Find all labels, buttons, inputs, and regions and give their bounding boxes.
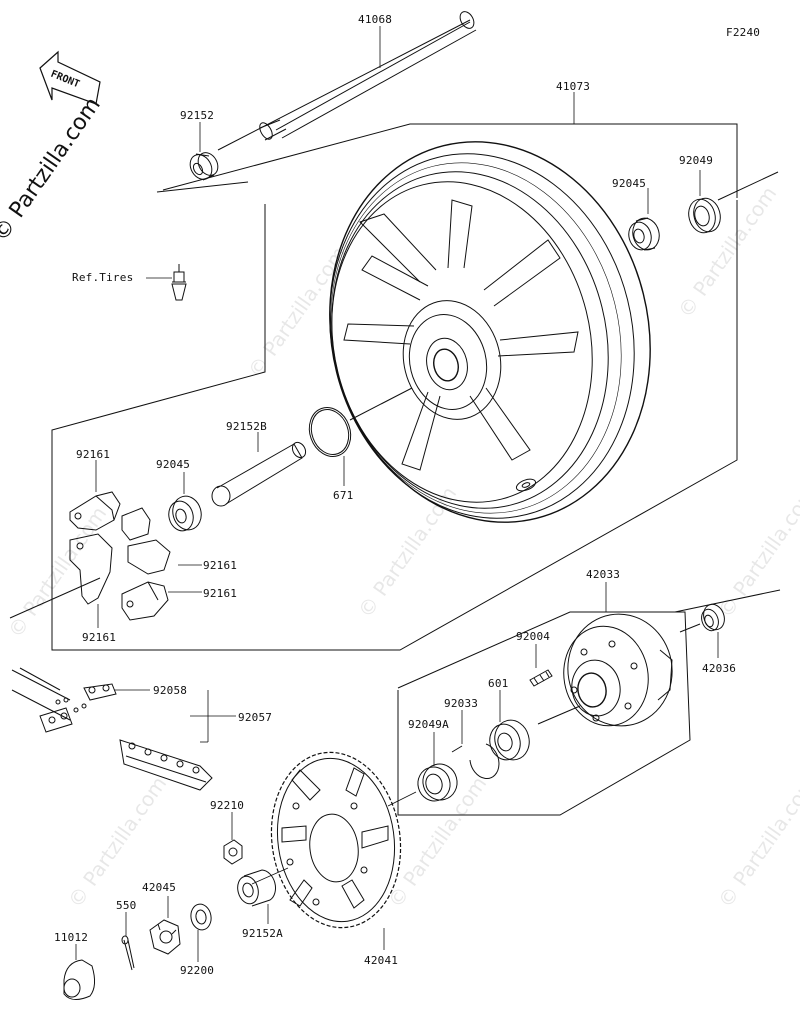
label-92057: 92057 bbox=[238, 711, 273, 724]
label-42033: 42033 bbox=[586, 568, 621, 581]
seal-92049a bbox=[417, 763, 458, 802]
nut-92210 bbox=[223, 839, 243, 865]
label-601: 601 bbox=[488, 677, 509, 690]
cap-11012 bbox=[63, 959, 96, 1000]
label-92152a: 92152A bbox=[242, 927, 283, 940]
label-42036: 42036 bbox=[702, 662, 737, 675]
bearing-92045-left bbox=[168, 495, 202, 532]
label-92161-r1: 92161 bbox=[203, 559, 238, 572]
axle-41068 bbox=[217, 11, 477, 151]
label-92049a: 92049A bbox=[408, 718, 449, 731]
label-92210: 92210 bbox=[210, 799, 245, 812]
label-92033: 92033 bbox=[444, 697, 479, 710]
wheel-41073 bbox=[329, 141, 651, 523]
label-671: 671 bbox=[333, 489, 354, 502]
nut-42045 bbox=[149, 919, 181, 955]
label-11012: 11012 bbox=[54, 931, 89, 944]
label-92004: 92004 bbox=[516, 630, 551, 643]
frame-coupling bbox=[397, 611, 691, 816]
label-92152: 92152 bbox=[180, 109, 215, 122]
chain-link-92058 bbox=[39, 683, 117, 733]
seal-92049-right bbox=[688, 197, 721, 234]
damper-92161-mid-right bbox=[121, 507, 171, 575]
label-550: 550 bbox=[116, 899, 137, 912]
collar-92152b bbox=[211, 441, 307, 507]
chain-92057 bbox=[11, 667, 213, 791]
label-92161-top: 92161 bbox=[76, 448, 111, 461]
label-92161-r2: 92161 bbox=[203, 587, 238, 600]
sprocket-42041 bbox=[270, 751, 402, 929]
collar-42036 bbox=[701, 603, 725, 632]
label-42045: 42045 bbox=[142, 881, 177, 894]
bearing-601 bbox=[489, 719, 530, 761]
front-arrow-icon bbox=[39, 50, 101, 105]
frame-wheel bbox=[51, 123, 738, 651]
label-41068: 41068 bbox=[358, 13, 393, 26]
bearing-92045-right bbox=[628, 217, 660, 251]
damper-92161-bottom bbox=[121, 581, 169, 621]
label-92200: 92200 bbox=[180, 964, 215, 977]
damper-92161-top bbox=[69, 491, 121, 531]
collar-92152 bbox=[189, 152, 219, 181]
label-41073: 41073 bbox=[556, 80, 591, 93]
label-92045-left: 92045 bbox=[156, 458, 191, 471]
label-92045-right: 92045 bbox=[612, 177, 647, 190]
leader-lines bbox=[75, 26, 719, 962]
damper-92161-mid-left bbox=[69, 533, 113, 605]
collar-92152a bbox=[237, 869, 276, 907]
circlip-92033 bbox=[451, 743, 500, 779]
label-92049: 92049 bbox=[679, 154, 714, 167]
figure-code: F2240 bbox=[726, 26, 761, 39]
stud-92004 bbox=[529, 669, 553, 687]
label-92152b: 92152B bbox=[226, 420, 267, 433]
label-ref-tires: Ref.Tires bbox=[72, 271, 134, 284]
label-42041: 42041 bbox=[364, 954, 399, 967]
coupling-42033 bbox=[563, 613, 673, 727]
valve-stem bbox=[171, 264, 187, 301]
cotter-pin-550 bbox=[121, 935, 135, 971]
washer-92200 bbox=[190, 903, 212, 931]
oring-671 bbox=[308, 407, 352, 457]
label-92161-bottom: 92161 bbox=[82, 631, 117, 644]
label-92058: 92058 bbox=[153, 684, 188, 697]
